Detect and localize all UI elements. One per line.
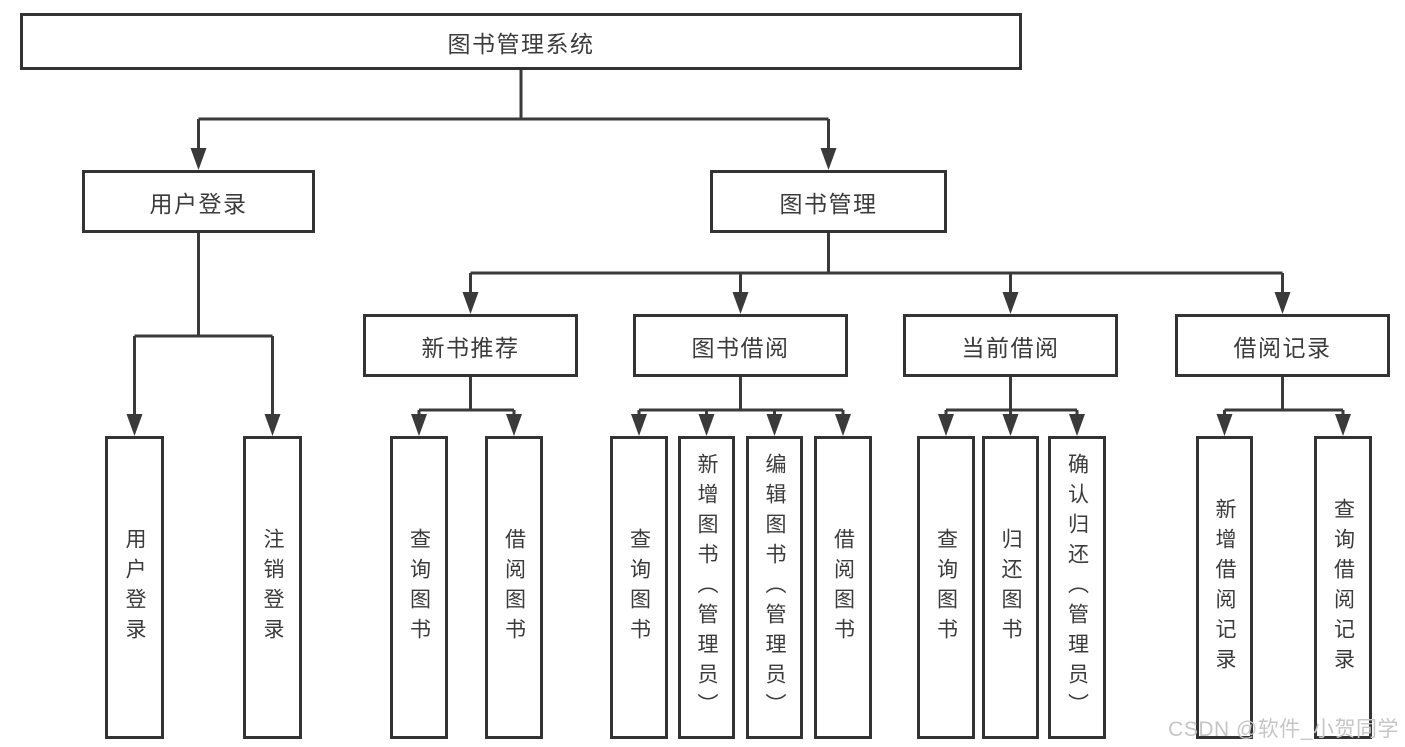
leaf-current-query-books: 查询图书 [917, 436, 975, 739]
leaf-borrow-edit-books-admin: 编辑图书（管理员） [746, 436, 803, 739]
leaf-logout: 注销登录 [243, 436, 302, 739]
leaf-borrow-borrow-books: 借阅图书 [814, 436, 872, 739]
node-book-borrow: 图书借阅 [633, 314, 848, 377]
node-current-borrow-label: 当前借阅 [961, 334, 1060, 361]
leaf-records-add-record: 新增借阅记录 [1196, 436, 1253, 739]
node-current-borrow: 当前借阅 [903, 314, 1118, 377]
node-book-management: 图书管理 [710, 170, 947, 233]
leaf-user-login: 用户登录 [105, 436, 164, 739]
tree-connector-paths [133, 70, 1345, 415]
node-new-book-recommend-label: 新书推荐 [421, 334, 520, 361]
node-root: 图书管理系统 [20, 13, 1022, 70]
node-book-management-label: 图书管理 [779, 190, 878, 217]
leaf-borrow-query-books: 查询图书 [610, 436, 668, 739]
node-new-book-recommend: 新书推荐 [363, 314, 578, 377]
node-root-label: 图书管理系统 [447, 30, 595, 57]
node-book-borrow-label: 图书借阅 [691, 334, 790, 361]
node-borrow-records-label: 借阅记录 [1233, 334, 1332, 361]
arrowheads [126, 148, 1351, 436]
node-user-login-label: 用户登录 [149, 190, 248, 217]
leaf-recommend-query-books: 查询图书 [390, 436, 448, 739]
node-user-login: 用户登录 [82, 170, 315, 233]
leaf-records-query-record: 查询借阅记录 [1314, 436, 1372, 739]
leaf-borrow-add-books-admin: 新增图书（管理员） [678, 436, 735, 739]
leaf-current-return-books: 归还图书 [982, 436, 1039, 739]
node-borrow-records: 借阅记录 [1175, 314, 1390, 377]
leaf-current-confirm-return-admin: 确认归还（管理员） [1048, 436, 1106, 739]
csdn-watermark: CSDN @软件_小贺同学 [1168, 718, 1399, 741]
leaf-recommend-borrow-books: 借阅图书 [485, 436, 543, 739]
